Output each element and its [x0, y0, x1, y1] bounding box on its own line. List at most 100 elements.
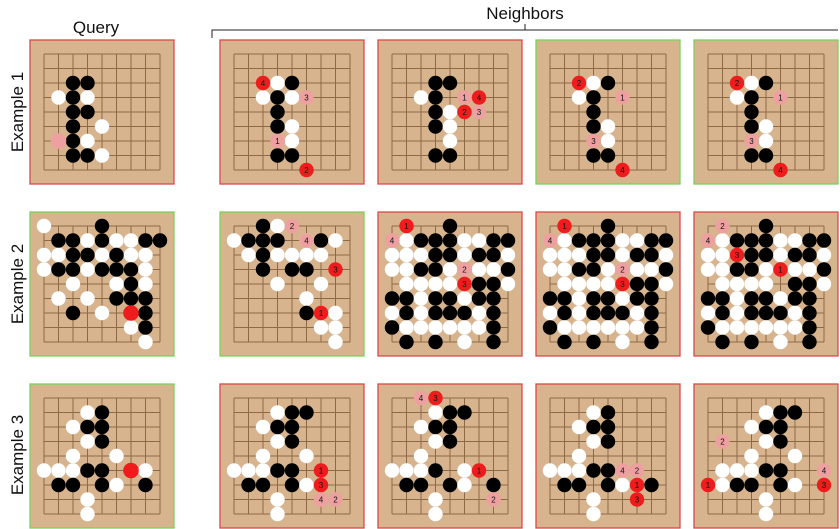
board-3-neighbor-4: 2413 — [694, 384, 838, 528]
white-stone — [630, 262, 644, 276]
black-stone — [802, 335, 816, 349]
move-number: 2 — [290, 222, 295, 231]
black-stone — [744, 335, 758, 349]
black-stone — [270, 105, 284, 119]
white-stone — [615, 248, 629, 262]
black-stone — [66, 119, 80, 133]
white-stone — [501, 277, 515, 291]
board-1-neighbor-4: 2134 — [694, 40, 838, 184]
black-stone — [457, 306, 471, 320]
black-stone — [51, 478, 65, 492]
black-stone — [95, 405, 109, 419]
black-stone — [414, 478, 428, 492]
black-stone — [66, 233, 80, 247]
white-stone — [256, 420, 270, 434]
black-stone — [486, 248, 500, 262]
white-stone — [759, 119, 773, 133]
black-stone — [586, 306, 600, 320]
white-stone — [51, 90, 65, 104]
white-stone — [543, 306, 557, 320]
black-stone — [817, 233, 831, 247]
black-stone — [543, 291, 557, 305]
white-stone — [457, 478, 471, 492]
black-stone — [428, 306, 442, 320]
white-stone — [730, 306, 744, 320]
black-stone — [138, 291, 152, 305]
black-stone — [557, 306, 571, 320]
black-stone — [95, 233, 109, 247]
black-stone — [385, 291, 399, 305]
white-stone — [501, 248, 515, 262]
white-stone — [788, 478, 802, 492]
white-stone — [109, 233, 123, 247]
black-stone — [486, 478, 500, 492]
black-stone — [759, 148, 773, 162]
move-number: 3 — [591, 137, 596, 146]
white-stone — [543, 248, 557, 262]
black-stone — [586, 463, 600, 477]
black-stone — [443, 434, 457, 448]
white-stone — [138, 335, 152, 349]
black-stone — [802, 248, 816, 262]
white-stone — [109, 277, 123, 291]
white-stone — [601, 119, 615, 133]
white-stone — [299, 478, 313, 492]
white-stone — [51, 248, 65, 262]
black-stone — [601, 76, 615, 90]
white-stone — [66, 449, 80, 463]
move-number: 4 — [822, 467, 827, 476]
white-stone — [788, 449, 802, 463]
white-stone — [557, 262, 571, 276]
white-stone — [817, 248, 831, 262]
black-stone — [443, 248, 457, 262]
black-stone — [557, 335, 571, 349]
white-stone — [443, 320, 457, 334]
white-stone — [241, 248, 255, 262]
white-stone — [557, 248, 571, 262]
white-stone — [399, 233, 413, 247]
black-stone — [443, 291, 457, 305]
white-stone — [414, 463, 428, 477]
white-stone — [256, 463, 270, 477]
white-stone — [385, 306, 399, 320]
white-stone — [109, 449, 123, 463]
white-stone — [543, 262, 557, 276]
white-stone — [615, 320, 629, 334]
black-stone — [586, 119, 600, 133]
black-stone — [644, 306, 658, 320]
move-number: 1 — [319, 309, 324, 318]
black-stone — [744, 291, 758, 305]
black-stone — [472, 291, 486, 305]
white-stone — [486, 262, 500, 276]
black-stone — [744, 233, 758, 247]
white-stone — [399, 262, 413, 276]
black-stone — [744, 148, 758, 162]
black-stone — [715, 291, 729, 305]
white-stone — [744, 320, 758, 334]
black-stone — [759, 248, 773, 262]
white-stone — [109, 478, 123, 492]
white-stone — [328, 335, 342, 349]
black-stone — [414, 262, 428, 276]
black-stone — [443, 76, 457, 90]
black-stone — [759, 420, 773, 434]
black-stone — [572, 233, 586, 247]
row-label-example-2: Example 2 — [8, 244, 27, 324]
white-stone — [270, 434, 284, 448]
black-stone — [730, 233, 744, 247]
move-number: 1 — [635, 481, 640, 490]
white-stone — [80, 492, 94, 506]
black-stone — [802, 233, 816, 247]
white-stone — [285, 134, 299, 148]
black-stone — [138, 233, 152, 247]
black-stone — [66, 134, 80, 148]
white-stone — [572, 320, 586, 334]
black-stone — [428, 463, 442, 477]
white-stone — [615, 233, 629, 247]
white-stone — [314, 320, 328, 334]
white-stone — [385, 248, 399, 262]
white-stone — [572, 291, 586, 305]
white-stone — [572, 90, 586, 104]
